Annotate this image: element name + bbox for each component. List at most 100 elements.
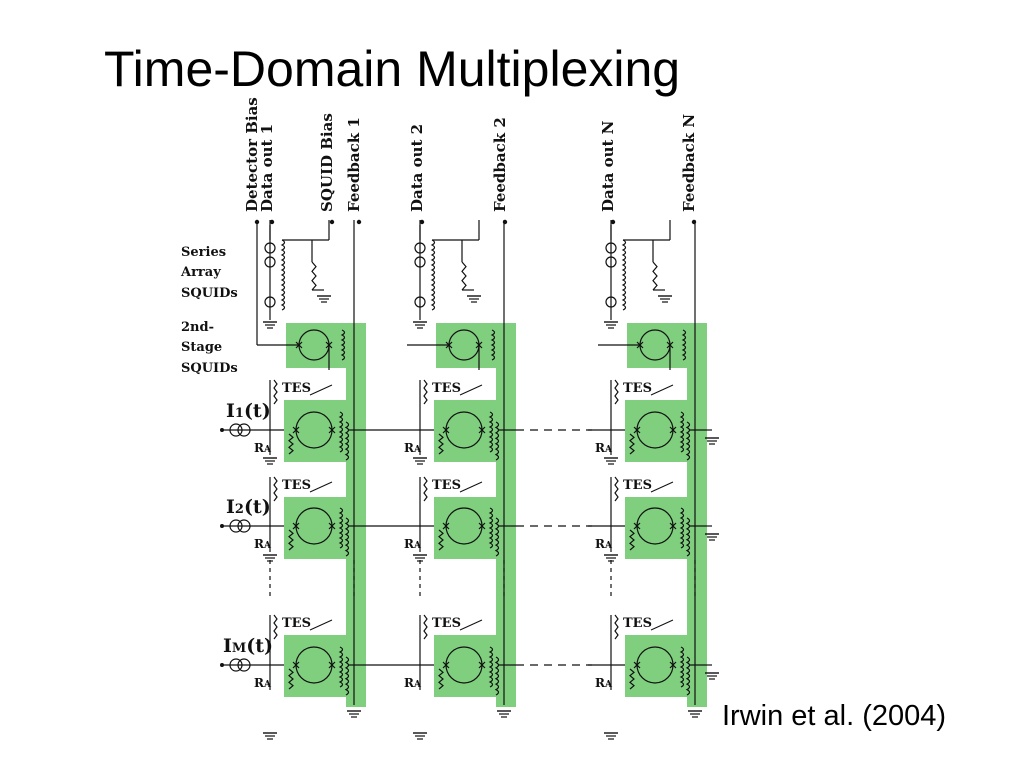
label-feedback-n: Feedback N	[680, 114, 698, 212]
coil	[488, 411, 494, 453]
resistor	[438, 529, 444, 551]
squid-icon	[442, 507, 486, 545]
ground-icon	[413, 321, 427, 329]
resistor	[438, 668, 444, 690]
ground-icon	[604, 732, 618, 740]
wire	[669, 522, 677, 530]
coil	[430, 239, 436, 311]
squid-icon	[633, 507, 677, 545]
wire	[478, 661, 486, 669]
ground-icon	[263, 732, 277, 740]
squid-icon	[442, 411, 486, 449]
label-series: Series	[181, 245, 226, 260]
address-line	[220, 423, 719, 445]
feedback-rail	[687, 323, 707, 707]
current-source-icon	[229, 658, 243, 672]
wire	[478, 426, 486, 434]
tes-label: TES	[282, 616, 311, 631]
squid-icon	[442, 646, 486, 684]
first-stage-block	[284, 635, 348, 697]
current-source-icon	[237, 519, 251, 533]
tes-resistor	[273, 379, 278, 405]
resistor	[438, 433, 444, 455]
wire	[328, 426, 336, 434]
resistor	[461, 261, 467, 291]
wire	[292, 426, 300, 434]
coil	[338, 507, 344, 549]
ra-label: RA	[595, 676, 613, 690]
label-squids: SQUIDs	[181, 286, 238, 301]
wire	[459, 384, 483, 396]
terminal-dot	[329, 219, 335, 225]
wire	[650, 481, 674, 493]
wire	[459, 619, 483, 631]
tes-label: TES	[432, 381, 461, 396]
terminal-dot	[502, 219, 508, 225]
resistor	[288, 668, 294, 690]
resistor	[311, 261, 317, 291]
series-array-squids	[413, 225, 481, 329]
current-source-icon	[229, 519, 243, 533]
wire	[292, 661, 300, 669]
terminal-dot	[254, 219, 260, 225]
wire	[309, 481, 333, 493]
tes-label: TES	[623, 478, 652, 493]
pixel-row: TES RA	[247, 614, 366, 740]
tes-resistor	[423, 476, 428, 502]
coil	[685, 517, 691, 557]
ground-icon	[413, 457, 427, 465]
slide-title: Time-Domain Multiplexing	[104, 41, 681, 97]
tes-label: TES	[432, 478, 461, 493]
wire	[442, 426, 450, 434]
coil	[679, 411, 685, 453]
ground-icon	[263, 321, 277, 329]
wire	[633, 661, 641, 669]
label-im: IM(t)	[223, 635, 273, 657]
label-i1: I1(t)	[226, 400, 271, 422]
side-labels: Series Array SQUIDs 2nd- Stage SQUIDs	[180, 245, 238, 376]
label-data-out-n: Data out N	[599, 120, 617, 212]
ra-label: RA	[595, 441, 613, 455]
coil	[494, 421, 500, 461]
series-array-squids	[604, 225, 672, 329]
coil	[685, 421, 691, 461]
first-stage-block	[625, 400, 689, 462]
label-i2: I2(t)	[226, 496, 271, 518]
resistor	[629, 668, 635, 690]
coil	[344, 517, 350, 557]
label-stage: Stage	[181, 340, 222, 355]
coil	[344, 656, 350, 696]
squid-icon	[292, 411, 336, 449]
ra-label: RA	[404, 441, 422, 455]
wire	[328, 522, 336, 530]
coil	[488, 507, 494, 549]
wire	[459, 481, 483, 493]
terminal-dot	[220, 663, 224, 667]
pixel-row: TES RA	[397, 379, 516, 465]
current-source-icon	[237, 658, 251, 672]
terminal-dot	[419, 219, 425, 225]
tes-resistor	[273, 614, 278, 640]
current-source-icon	[229, 423, 243, 437]
coil	[621, 239, 627, 311]
ra-label: RA	[254, 676, 272, 690]
wire	[633, 522, 641, 530]
ground-icon	[705, 437, 719, 445]
address-line	[220, 519, 719, 541]
squid-icon	[292, 507, 336, 545]
address-line	[220, 658, 719, 680]
squid-icon	[633, 411, 677, 449]
terminal-dot	[691, 219, 697, 225]
wire	[292, 522, 300, 530]
wire	[669, 426, 677, 434]
ground-icon	[688, 710, 702, 718]
coil	[494, 517, 500, 557]
label-2nd: 2nd-	[181, 320, 214, 335]
ra-label: RA	[404, 676, 422, 690]
